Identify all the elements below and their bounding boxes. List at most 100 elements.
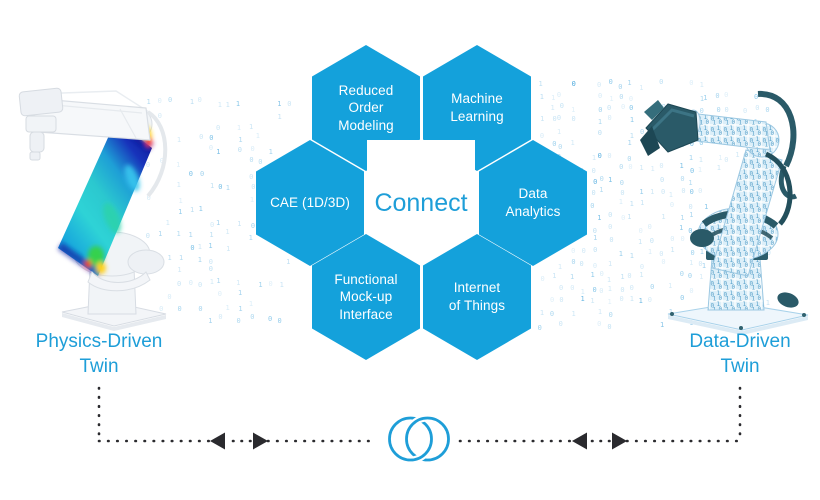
binary-rain-digit: 0 [753,92,759,101]
binary-rain-digit: 0 [698,259,703,268]
binary-rain-digit: 1 [215,218,221,227]
binary-rain-digit: 0 [217,290,222,299]
binary-rain-digit: 1 [189,98,195,107]
binary-rain-digit: 0 [200,169,205,178]
binary-rain-digit: 1 [277,99,282,108]
binary-rain-digit: 0 [619,178,624,187]
binary-rain-digit: 0 [159,157,164,166]
binary-rain-digit: 0 [689,188,694,197]
binary-rain-digit: 1 [248,300,254,309]
binary-rain-digit: 0 [765,106,770,114]
binary-rain-digit: 0 [621,213,626,222]
binary-rain-digit: 1 [608,175,613,184]
binary-rain-digit: 0 [268,279,273,288]
binary-rain-digit: 1 [627,212,632,221]
binary-rain-digit: 0 [639,263,645,271]
binary-rain-digit: 0 [258,157,263,166]
binary-rain-digit: 1 [237,219,242,228]
data-robot-illustration: 0 1 1 0 [640,90,809,335]
binary-rain-digit: 1 [176,181,181,190]
binary-rain-digit: 0 [188,279,193,288]
binary-rain-digit: 1 [593,234,598,243]
binary-rain-digit: 0 [250,313,255,322]
binary-rain-digit: 0 [599,174,604,183]
binary-rain-digit: 1 [225,228,230,237]
binary-rain-digit: 1 [688,179,693,188]
binary-rain-digit: 0 [629,103,634,112]
binary-rain-digit: 1 [286,257,291,266]
binary-rain-digit: 0 [287,100,292,109]
binary-rain-digit: 1 [208,242,213,251]
binary-rain-digit: 0 [608,310,613,319]
binary-rain-digit: 1 [679,224,684,233]
binary-rain-digit: 1 [226,244,231,253]
binary-rain-digit: 0 [597,91,603,100]
binary-rain-digit: 0 [627,154,632,163]
binary-rain-digit: 0 [552,139,557,148]
binary-rain-digit: 0 [146,193,151,202]
binary-rain-digit: 1 [647,248,653,257]
binary-rain-digit: 0 [628,162,633,171]
binary-rain-digit: 1 [650,187,655,196]
binary-rain-digit: 0 [661,258,666,267]
binary-rain-digit: 0 [669,201,675,210]
binary-rain-digit: 1 [627,78,632,87]
binary-rain-digit: 0 [539,131,545,140]
hexagon-label: CAE (1D/3D) [270,195,350,211]
hexagon-cluster: Reduced Order Modeling Machine Learning … [250,40,590,362]
binary-rain-digit: 1 [208,317,213,326]
binary-rain-digit: 0 [581,247,586,256]
binary-rain-digit: 1 [167,253,172,262]
binary-rain-digit: 1 [178,197,183,206]
binary-rain-digit: 0 [716,105,721,114]
binary-rain-digit: 1 [638,237,643,246]
binary-rain-digit: 0 [659,162,664,171]
binary-rain-digit: 0 [755,103,760,112]
binary-rain-digit: 0 [537,323,542,332]
binary-rain-digit: 0 [608,210,613,219]
binary-rain-digit: 1 [670,246,675,254]
binary-rain-digit: 0 [628,94,634,103]
binary-rain-digit: 0 [597,152,602,161]
binary-rain-digit: 0 [249,173,254,182]
binary-rain-digit: 1 [238,136,243,145]
binary-rain-digit: 1 [697,166,703,175]
binary-rain-digit: 0 [145,160,151,169]
binary-rain-digit: 0 [629,283,634,292]
binary-rain-digit: 0 [640,128,645,137]
binary-rain-digit: 1 [765,299,770,308]
binary-rain-digit: 1 [248,233,253,242]
binary-rain-digit: 0 [167,293,172,302]
binary-rain-digit: 0 [579,260,584,269]
binary-rain-digit: 1 [210,182,215,191]
binary-rain-digit: 1 [629,116,635,125]
binary-rain-digit: 1 [618,249,623,258]
binary-rain-digit: 0 [198,305,203,314]
hexagon-label: Machine Learning [450,91,504,124]
binary-rain-digit: 0 [218,182,223,191]
physics-robot-illustration [18,87,168,331]
robot-shoulder-collar [87,271,151,292]
binary-rain-digit: 0 [647,295,653,304]
binary-rain-digit: 0 [670,235,675,244]
binary-rain-digit: 1 [701,262,707,271]
binary-rain-digit: 0 [647,223,652,232]
binary-rain-digit: 0 [620,286,625,295]
binary-rain-digit: 0 [550,295,555,304]
binary-rain-digit: 1 [225,183,230,192]
binary-rain-digit: 1 [638,297,643,306]
binary-rain-digit: 0 [607,114,612,123]
binary-rain-digit: 1 [216,277,221,286]
binary-rain-digit: 1 [176,136,182,145]
binary-rain-digit: 1 [590,296,595,305]
binary-rain-digit: 0 [198,280,203,289]
robot-cables [757,90,798,226]
binary-rain-digit: 0 [556,91,562,100]
binary-rain-digit: 0 [558,319,563,328]
binary-rain-digit: 0 [277,316,282,325]
binary-rain-digit: 1 [668,282,673,291]
binary-rain-digit: 1 [698,155,703,164]
binary-rain-digit: 0 [597,129,602,138]
hexagon-label: Reduced Order Modeling [338,82,394,133]
